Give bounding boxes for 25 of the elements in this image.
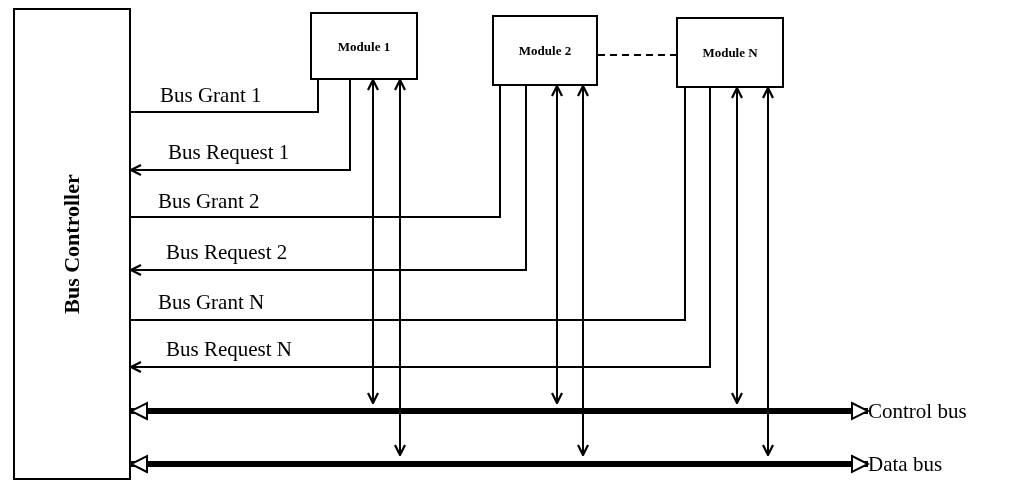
module-box: Module 2 xyxy=(492,15,598,86)
controller-label: Bus Controller xyxy=(59,173,85,316)
connector-line xyxy=(130,87,686,321)
edge-label: Bus Request N xyxy=(166,338,292,360)
dashed-line xyxy=(597,54,677,56)
edge-label: Bus Request 2 xyxy=(166,241,288,263)
edge-label: Bus Request 1 xyxy=(168,141,290,163)
arrow xyxy=(393,78,407,457)
arrow xyxy=(366,78,380,405)
module-box: Module N xyxy=(676,17,784,88)
arrow xyxy=(550,84,564,405)
edge-label: Bus Grant 2 xyxy=(158,190,260,212)
edge-label: Bus Grant 1 xyxy=(160,84,262,106)
connector-line xyxy=(130,79,319,113)
arrow xyxy=(730,86,744,405)
controller-box xyxy=(13,8,131,480)
connector-line xyxy=(130,85,501,218)
arrow xyxy=(130,402,869,420)
bus-label: Control bus xyxy=(868,400,967,422)
arrow xyxy=(761,86,775,457)
bus-label: Data bus xyxy=(868,453,943,475)
module-box: Module 1 xyxy=(310,12,418,80)
arrow xyxy=(576,84,590,457)
edge-label: Bus Grant N xyxy=(158,291,265,313)
arrow xyxy=(130,455,869,473)
